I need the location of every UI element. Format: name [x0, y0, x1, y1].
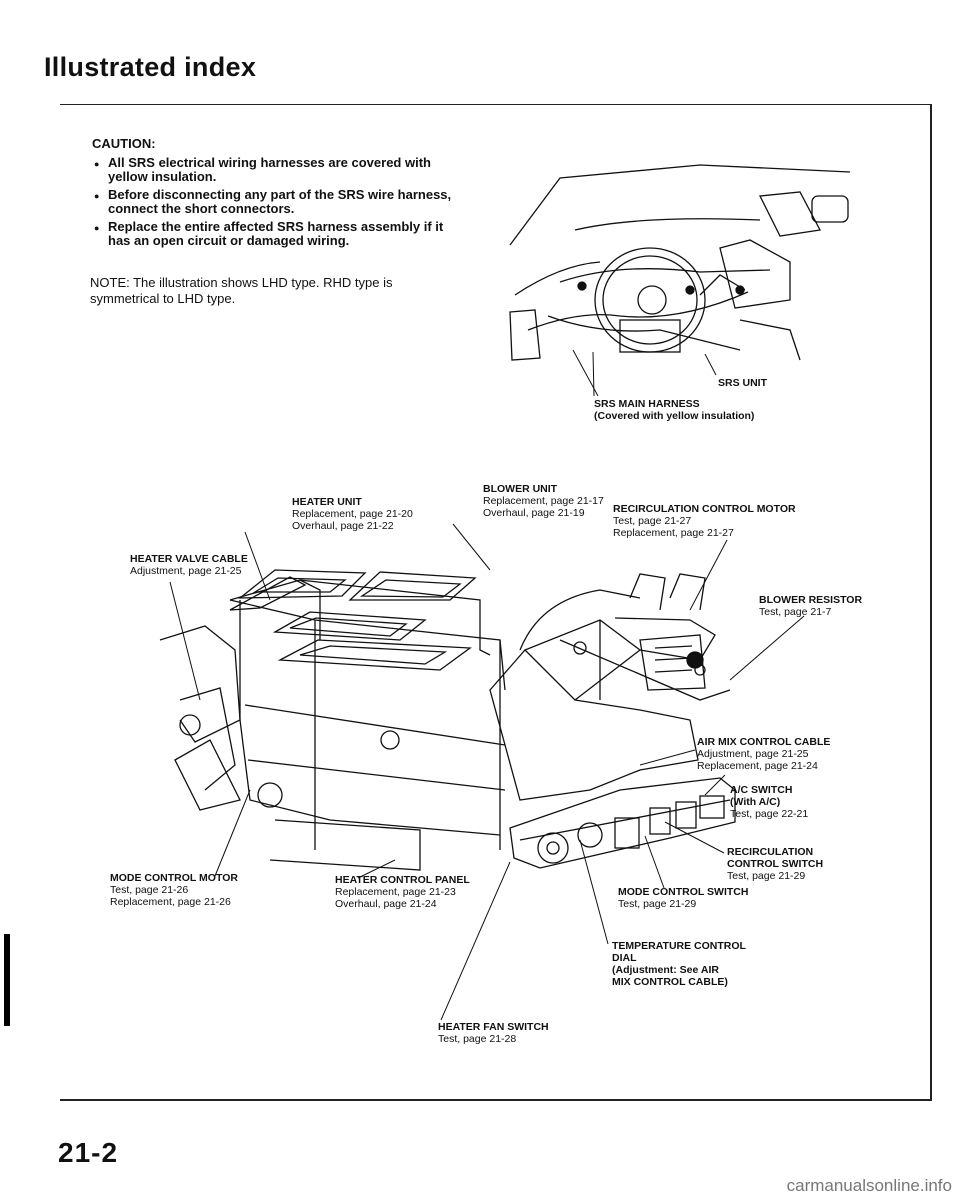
caution-heading: CAUTION:	[92, 136, 156, 151]
label-heading: MODE CONTROL MOTOR	[110, 872, 238, 884]
content-frame	[60, 104, 932, 1101]
label-heading: TEMPERATURE CONTROL	[612, 940, 746, 952]
label-mode-control-motor: MODE CONTROL MOTOR Test, page 21-26 Repl…	[110, 872, 238, 908]
leader-lines	[169, 349, 805, 1021]
label-line: Adjustment, page 21-25	[697, 748, 809, 760]
control-panel-illustration	[509, 777, 736, 869]
label-heater-control-panel: HEATER CONTROL PANEL Replacement, page 2…	[335, 874, 470, 910]
caution-item: Replace the entire affected SRS harness …	[94, 220, 462, 248]
caution-list: All SRS electrical wiring harnesses are …	[92, 156, 462, 248]
label-recirculation-control-switch: RECIRCULATION CONTROL SWITCH Test, page …	[727, 846, 823, 882]
label-line: Test, page 21-29	[618, 898, 697, 910]
label-blower-unit: BLOWER UNIT Replacement, page 21-17 Over…	[483, 483, 604, 519]
section-marker-bar	[4, 934, 10, 1026]
label-heading-2: CONTROL SWITCH	[727, 858, 824, 870]
label-line: Replacement, page 21-20	[292, 508, 413, 520]
label-heading: BLOWER RESISTOR	[759, 594, 863, 606]
label-heading: MODE CONTROL SWITCH	[618, 886, 749, 898]
label-recirculation-control-motor: RECIRCULATION CONTROL MOTOR Test, page 2…	[613, 503, 796, 539]
label-heading: RECIRCULATION CONTROL MOTOR	[613, 503, 796, 515]
label-heading: SRS UNIT	[718, 377, 768, 389]
label-line: Replacement, page 21-26	[110, 896, 231, 908]
page-number: 21-2	[58, 1137, 119, 1168]
label-line: Replacement, page 21-23	[335, 886, 456, 898]
label-line: Test, page 21-28	[438, 1033, 517, 1045]
label-line: Replacement, page 21-24	[697, 760, 818, 772]
label-heading: HEATER CONTROL PANEL	[335, 874, 470, 886]
dashboard-illustration	[509, 164, 851, 361]
label-line: Overhaul, page 21-22	[292, 520, 394, 532]
label-sub: (With A/C)	[730, 796, 781, 808]
label-blower-resistor: BLOWER RESISTOR Test, page 21-7	[759, 594, 862, 618]
watermark: carmanualsonline.info	[786, 1176, 952, 1195]
label-line: Test, page 22-21	[730, 808, 809, 820]
caution-item: All SRS electrical wiring harnesses are …	[94, 156, 462, 184]
label-mode-control-switch: MODE CONTROL SWITCH Test, page 21-29	[618, 886, 748, 910]
label-heading: HEATER FAN SWITCH	[438, 1021, 549, 1033]
page-title: Illustrated index	[44, 52, 257, 82]
label-line: Replacement, page 21-27	[613, 527, 734, 539]
label-heading: HEATER VALVE CABLE	[130, 553, 248, 565]
note-text: NOTE: The illustration shows LHD type. R…	[90, 275, 393, 306]
label-line: Test, page 21-7	[759, 606, 832, 618]
label-sub: (Covered with yellow insulation)	[594, 410, 755, 422]
label-line: Replacement, page 21-17	[483, 495, 604, 507]
label-air-mix-control-cable: AIR MIX CONTROL CABLE Adjustment, page 2…	[697, 736, 830, 772]
label-ac-switch: A/C SWITCH (With A/C) Test, page 22-21	[730, 784, 808, 820]
label-line: Overhaul, page 21-24	[335, 898, 437, 910]
label-line: Test, page 21-26	[110, 884, 189, 896]
heater-assembly-illustration	[159, 569, 731, 871]
label-heater-unit: HEATER UNIT Replacement, page 21-20 Over…	[292, 496, 413, 532]
label-sub-2: MIX CONTROL CABLE)	[612, 976, 728, 988]
label-temperature-control-dial: TEMPERATURE CONTROL DIAL (Adjustment: Se…	[612, 940, 746, 988]
label-srs-main-harness: SRS MAIN HARNESS (Covered with yellow in…	[594, 398, 754, 422]
label-line: Test, page 21-29	[727, 870, 806, 882]
label-heater-fan-switch: HEATER FAN SWITCH Test, page 21-28	[438, 1021, 549, 1045]
label-line: Test, page 21-27	[613, 515, 692, 527]
caution-item: Before disconnecting any part of the SRS…	[94, 188, 462, 216]
label-heading: HEATER UNIT	[292, 496, 362, 508]
label-srs-unit: SRS UNIT	[718, 377, 767, 389]
label-heading: AIR MIX CONTROL CABLE	[697, 736, 831, 748]
label-sub: (Adjustment: See AIR	[612, 964, 719, 976]
label-heater-valve-cable: HEATER VALVE CABLE Adjustment, page 21-2…	[130, 553, 248, 577]
caution-block: CAUTION: All SRS electrical wiring harne…	[92, 136, 462, 252]
label-line: Overhaul, page 21-19	[483, 507, 585, 519]
label-heading-2: DIAL	[612, 952, 637, 964]
label-heading: SRS MAIN HARNESS	[594, 398, 700, 410]
label-heading: RECIRCULATION	[727, 846, 814, 858]
label-heading: A/C SWITCH	[730, 784, 793, 796]
label-line: Adjustment, page 21-25	[130, 565, 242, 577]
label-heading: BLOWER UNIT	[483, 483, 558, 495]
